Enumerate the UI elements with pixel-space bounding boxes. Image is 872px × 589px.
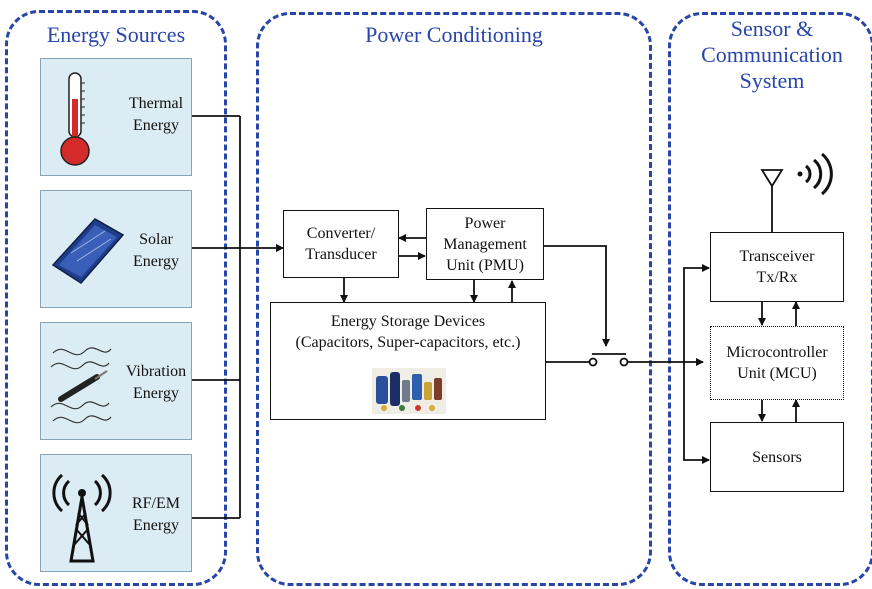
- energy-sources-region: [5, 10, 227, 586]
- radio-tower-icon: [52, 473, 112, 563]
- arrow-pmu-to-switch: [544, 245, 610, 347]
- sensor-title-line-1: Sensor &: [730, 16, 814, 41]
- sensor-title-line-3: System: [739, 68, 805, 93]
- switch-symbol: [588, 353, 629, 367]
- vibration-icon: [50, 347, 112, 424]
- power-conditioning-region: [256, 12, 652, 586]
- storage-title: Energy Storage Devices: [330, 313, 486, 330]
- converter-transducer-block: Converter/Transducer: [283, 210, 399, 278]
- solar-cell-icon: [51, 218, 125, 284]
- storage-subtitle: (Capacitors, Super-capacitors, etc.): [295, 334, 521, 351]
- power-conditioning-title: Power Conditioning: [365, 22, 543, 47]
- energy-sources-title: Energy Sources: [46, 22, 186, 47]
- arrow-to-transceiver: [683, 264, 710, 362]
- capacitors-photo: [372, 368, 446, 414]
- sensors-block: Sensors: [710, 422, 844, 492]
- arrow-to-sensors: [683, 362, 710, 464]
- sensor-title-line-2: Communication: [701, 42, 843, 67]
- antenna-icon: [760, 152, 833, 196]
- thermometer-icon: [60, 72, 90, 166]
- sensor-communication-title: Sensor & Communication System: [672, 16, 872, 94]
